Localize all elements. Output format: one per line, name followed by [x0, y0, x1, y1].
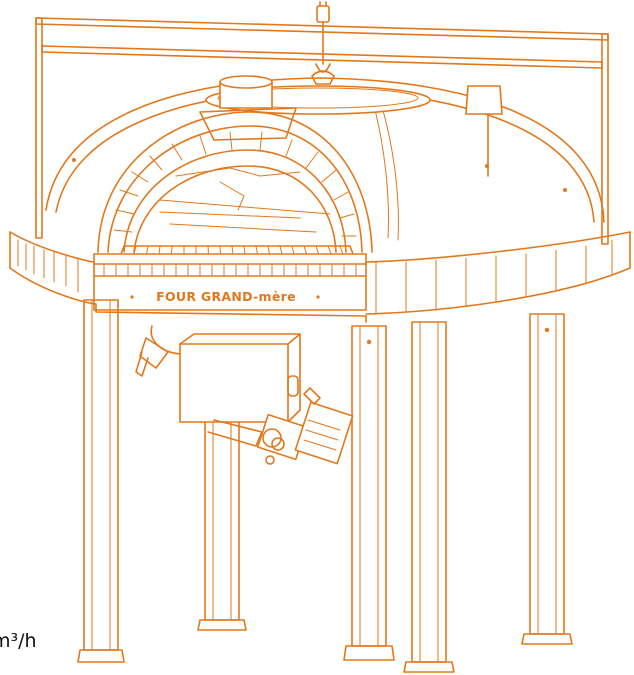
oven-mouth — [97, 111, 373, 253]
front-band: FOUR GRAND-mère — [93, 253, 367, 311]
thermometer-probe — [465, 85, 503, 177]
cut-off-flow-rate-text: m³/h — [0, 630, 37, 652]
burner-box — [135, 325, 301, 423]
top-frame — [35, 17, 609, 245]
brand-label: FOUR GRAND-mère — [156, 289, 296, 304]
chimney — [199, 75, 431, 141]
legs — [77, 299, 573, 673]
lifting-hook — [311, 1, 335, 85]
gas-valve — [207, 387, 354, 465]
ring-table — [9, 231, 631, 323]
